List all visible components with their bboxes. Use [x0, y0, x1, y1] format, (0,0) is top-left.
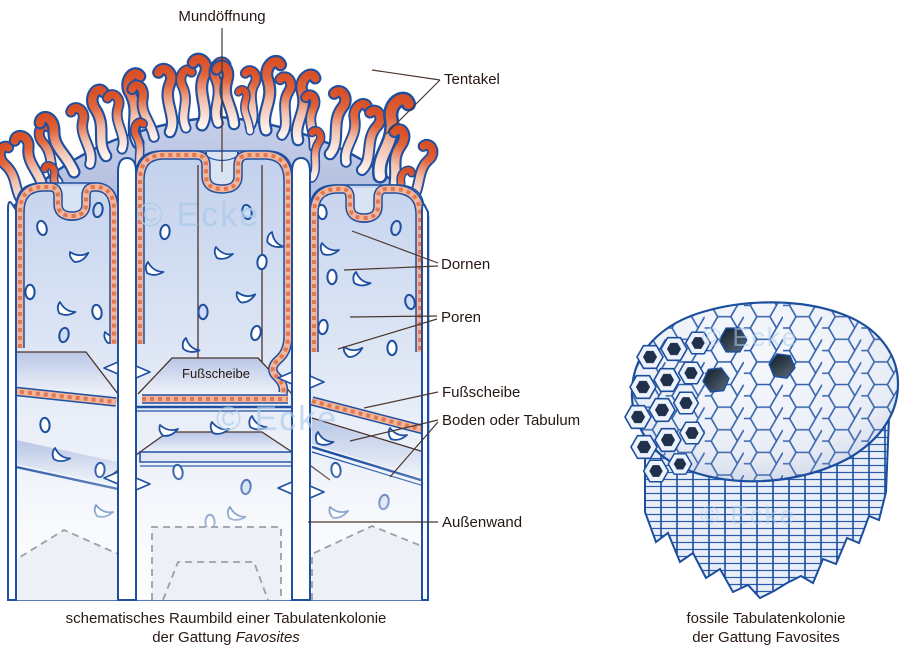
- watermark: © Ecke: [702, 322, 799, 352]
- watermark: © Ecke: [700, 500, 797, 530]
- caption-left: schematisches Raumbild einer Tabulatenko…: [6, 609, 446, 647]
- caption-left-line1: schematisches Raumbild einer Tabulatenko…: [65, 610, 387, 627]
- label-mundoeffnung: Mundöffnung: [178, 8, 266, 25]
- label-fussscheibe: Fußscheibe: [442, 384, 521, 401]
- label-aussenwand: Außenwand: [442, 514, 523, 531]
- corallite-walls: [7, 156, 429, 601]
- label-boden-oder-tabulum: Boden oder Tabulum: [442, 412, 581, 429]
- label-tentakel: Tentakel: [444, 71, 500, 88]
- caption-right: fossile Tabulatenkolonie der Gattung Fav…: [616, 609, 916, 647]
- hidden-tabulae-dashed: [11, 525, 425, 601]
- fossil-colony: [625, 301, 900, 600]
- label-inner-fussscheibe: Fußscheibe: [182, 366, 250, 381]
- caption-right-line2: der Gattung Favosites: [692, 629, 840, 646]
- label-dornen: Dornen: [441, 256, 491, 273]
- watermark: © Ecke: [138, 196, 261, 234]
- caption-right-line1: fossile Tabulatenkolonie: [686, 610, 846, 627]
- leader-lines: [221, 28, 441, 523]
- watermark: © Ecke: [216, 400, 339, 438]
- label-poren: Poren: [441, 309, 482, 326]
- schematic-colony: [0, 28, 441, 601]
- caption-left-line2: der Gattung Favosites: [152, 629, 300, 646]
- genus-name: Favosites: [235, 629, 300, 646]
